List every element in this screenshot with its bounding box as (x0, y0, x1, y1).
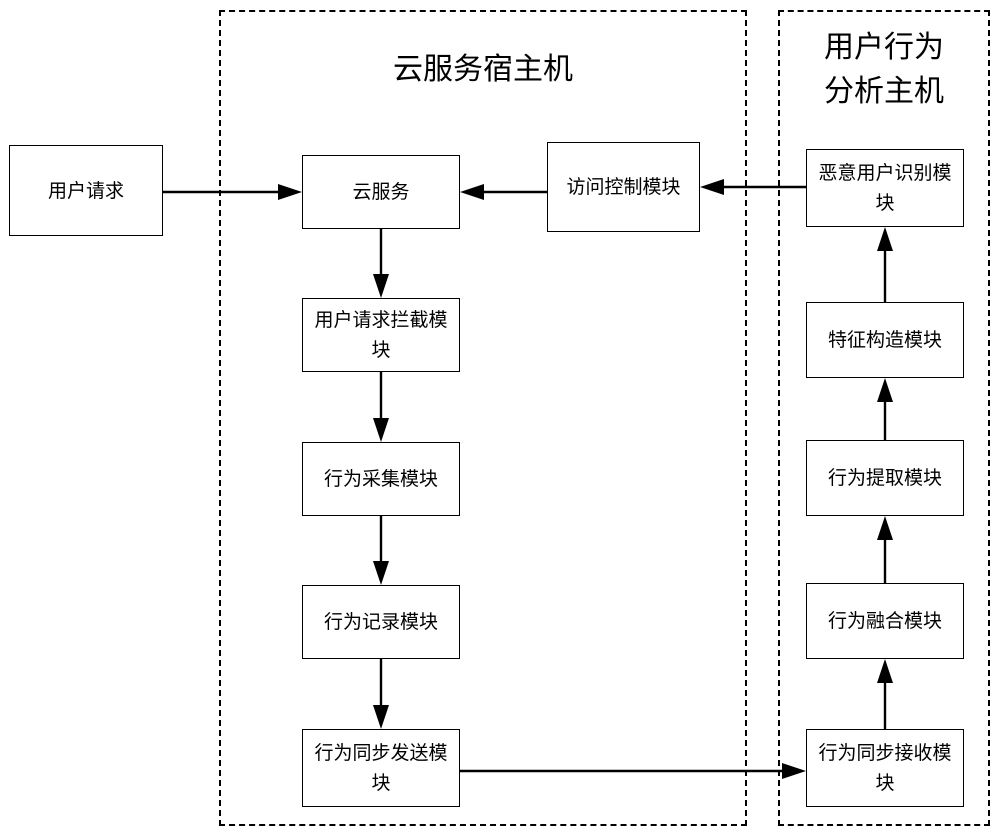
edge-access-control-to-cloud-service-arrowhead (460, 184, 484, 200)
sync-send-label: 行为同步发送模块 (313, 738, 449, 798)
edge-extract-to-feature-arrowhead (877, 378, 893, 402)
record-node: 行为记录模块 (302, 585, 460, 659)
user-request-label: 用户请求 (48, 176, 124, 206)
extract-label: 行为提取模块 (828, 463, 942, 493)
edge-cloud-service-to-intercept-arrowhead (373, 274, 389, 298)
intercept-node: 用户请求拦截模块 (302, 298, 460, 372)
edge-malicious-id-to-access-control-arrowhead (700, 179, 724, 195)
fusion-node: 行为融合模块 (806, 583, 964, 659)
access-control-node: 访问控制模块 (547, 142, 700, 232)
edge-fusion-to-extract-arrowhead (877, 516, 893, 540)
fusion-label: 行为融合模块 (828, 606, 942, 636)
edge-user-request-to-cloud-service-arrowhead (278, 184, 302, 200)
extract-node: 行为提取模块 (806, 440, 964, 516)
record-label: 行为记录模块 (324, 607, 438, 637)
malicious-id-label: 恶意用户识别模块 (817, 158, 953, 218)
cloud-service-node: 云服务 (302, 155, 460, 229)
edge-collect-to-record-arrowhead (373, 561, 389, 585)
collect-node: 行为采集模块 (302, 442, 460, 516)
sync-receive-node: 行为同步接收模块 (806, 729, 964, 807)
edge-feature-to-malicious-id-arrowhead (877, 227, 893, 251)
edge-sync-send-to-sync-receive-arrowhead (782, 763, 806, 779)
malicious-id-node: 恶意用户识别模块 (806, 149, 964, 227)
access-control-label: 访问控制模块 (566, 172, 680, 202)
edge-record-to-sync-send-arrowhead (373, 705, 389, 729)
collect-label: 行为采集模块 (324, 464, 438, 494)
edge-intercept-to-collect-arrowhead (373, 418, 389, 442)
sync-receive-label: 行为同步接收模块 (817, 738, 953, 798)
edge-sync-receive-to-fusion-arrowhead (877, 659, 893, 683)
feature-label: 特征构造模块 (828, 325, 942, 355)
sync-send-node: 行为同步发送模块 (302, 729, 460, 807)
feature-node: 特征构造模块 (806, 302, 964, 378)
user-request-node: 用户请求 (9, 145, 163, 236)
intercept-label: 用户请求拦截模块 (313, 305, 449, 365)
cloud-service-label: 云服务 (352, 177, 409, 207)
